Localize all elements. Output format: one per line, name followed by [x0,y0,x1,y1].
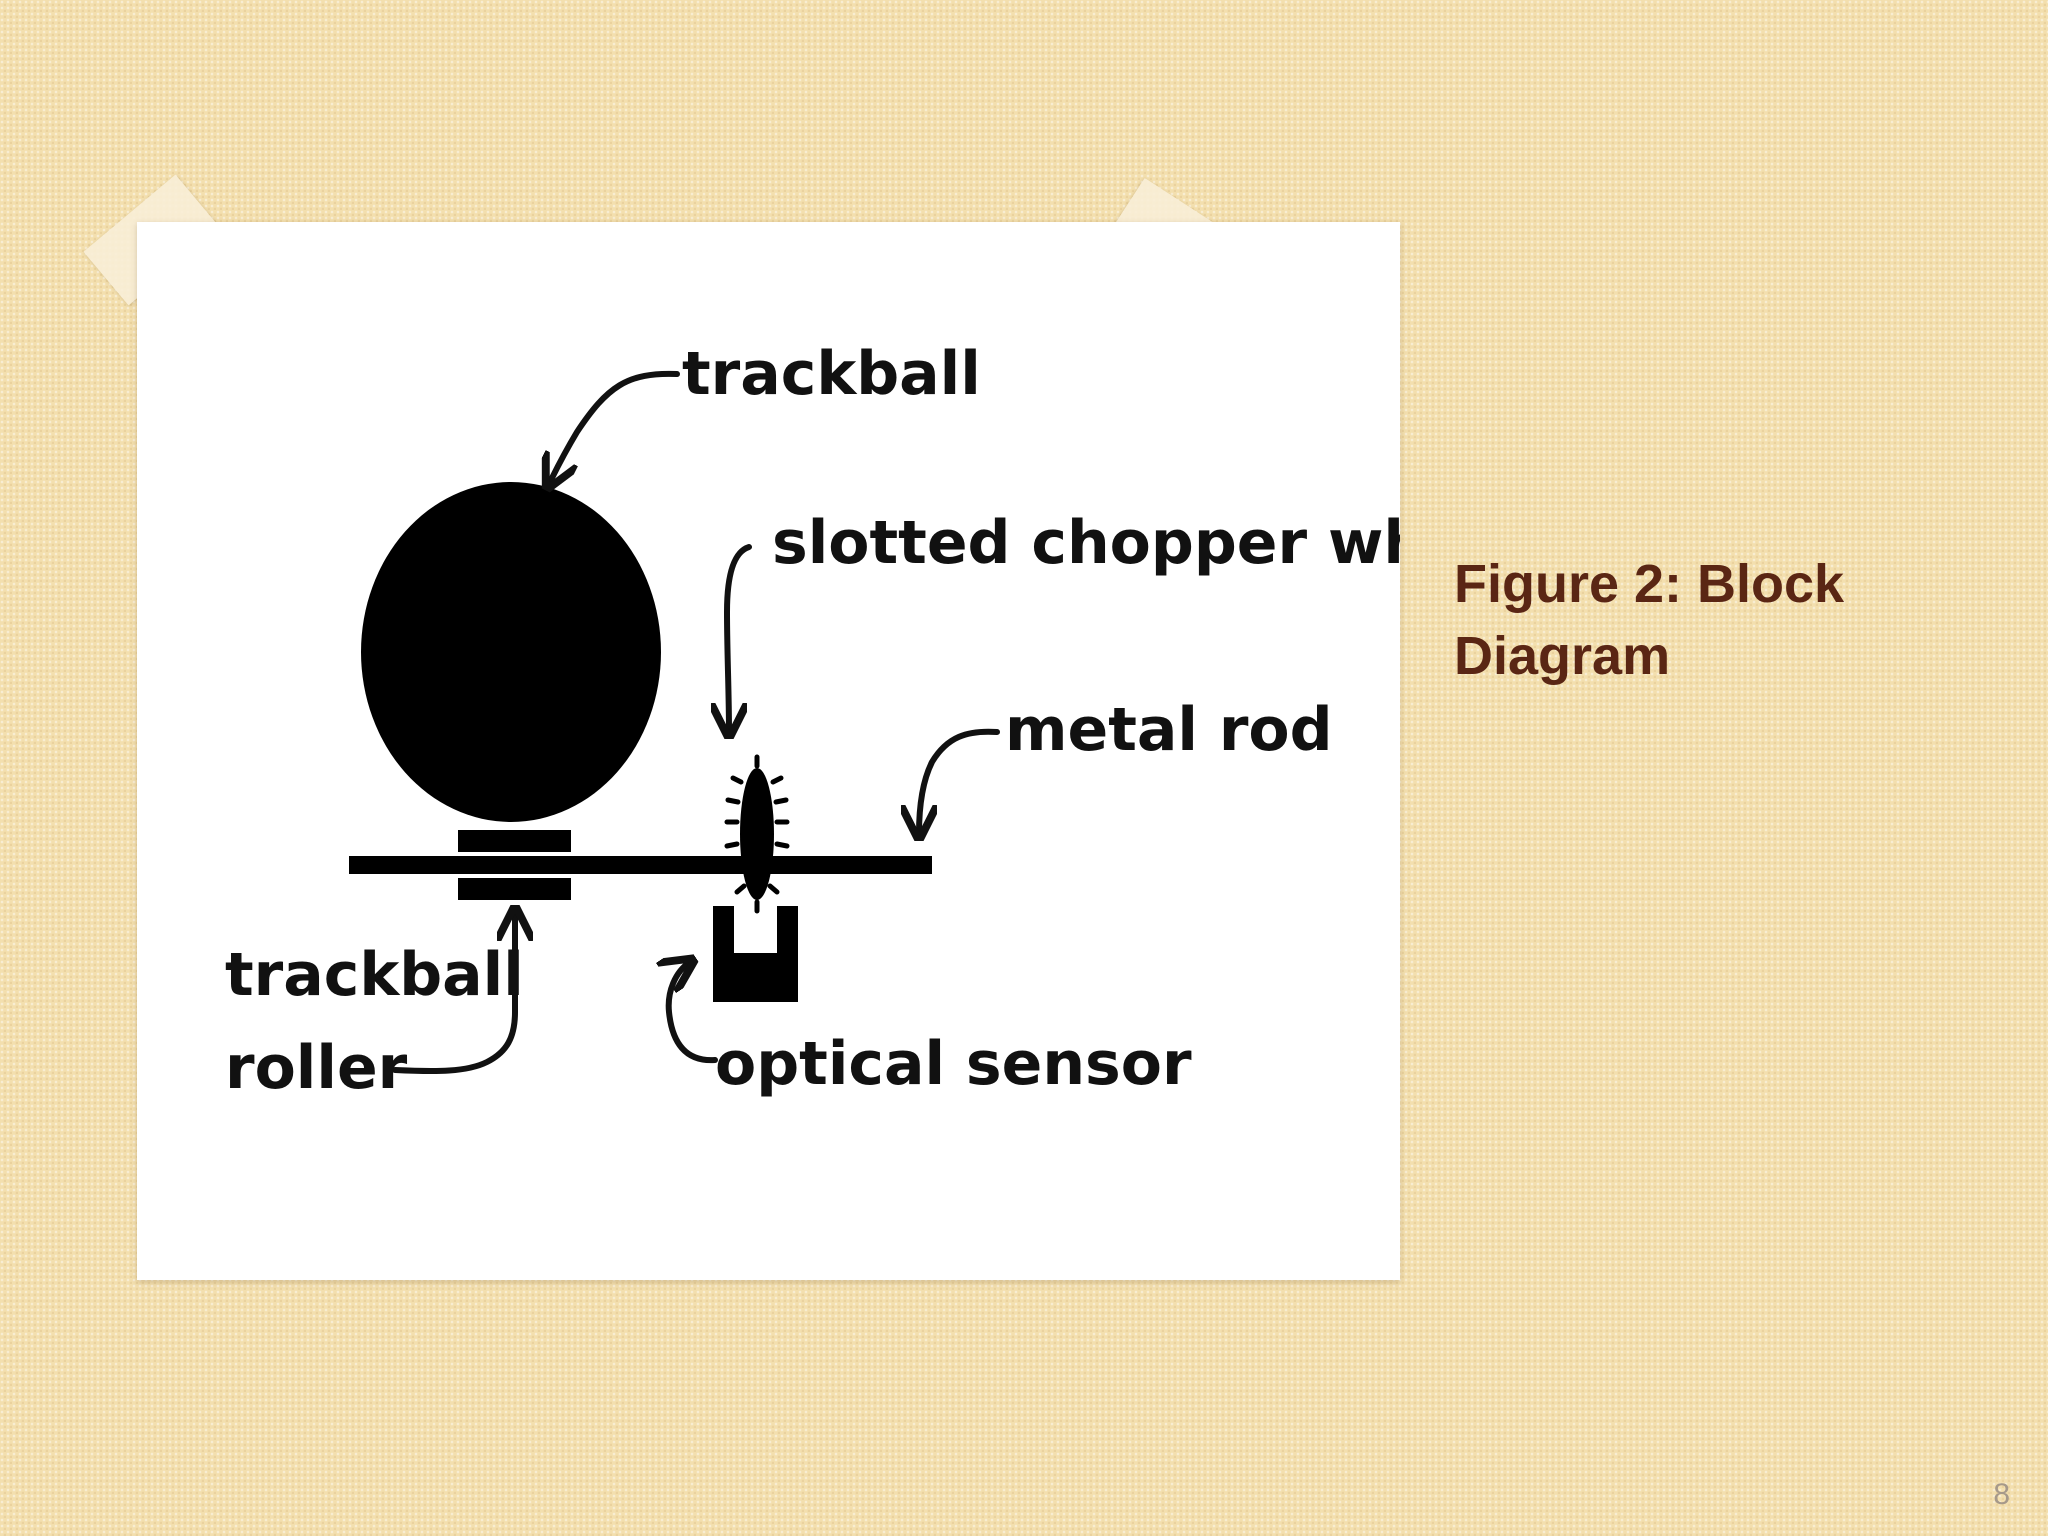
label-slotted-chopper-wheel: slotted chopper wheel [772,508,1400,578]
page-number: 8 [1993,1478,2010,1511]
label-optical-sensor: optical sensor [715,1029,1192,1099]
label-trackball-roller-line2: roller [225,1033,408,1103]
trackball-mechanism-diagram: trackball slotted chopper wheel metal ro… [225,339,1400,1103]
arrow-metal-rod [919,728,1000,834]
label-trackball: trackball [682,339,981,409]
trackball-shape [361,482,661,822]
arrow-trackball [549,370,680,484]
arrow-optical-sensor [669,962,718,1064]
figure-caption: Figure 2: Block Diagram [1454,554,1845,686]
arrow-trackball-roller [392,912,515,1075]
metal-rod-shape [349,856,932,874]
optical-sensor-shape [713,906,798,1002]
label-trackball-roller-line1: trackball [225,940,524,1010]
chopper-wheel-shape [724,754,790,914]
trackball-roller-bottom [458,878,571,900]
trackball-roller-top [458,830,571,852]
arrow-chopper-wheel [727,544,752,732]
diagram-image: trackball slotted chopper wheel metal ro… [137,222,1400,1280]
label-metal-rod: metal rod [1005,695,1333,765]
